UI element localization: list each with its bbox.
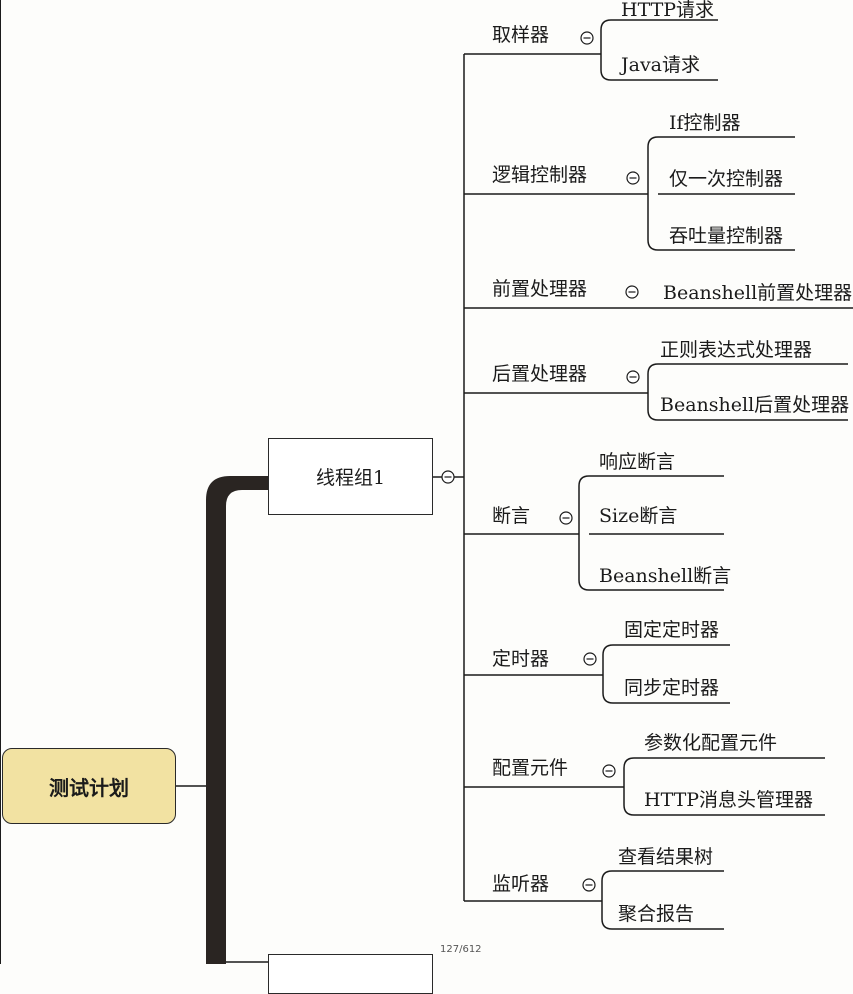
leaf-label[interactable]: Beanshell前置处理器 [663, 282, 853, 304]
category-label[interactable]: 监听器 [492, 873, 550, 895]
leaf-label[interactable]: 同步定时器 [624, 677, 720, 699]
leaf-bracket [600, 19, 612, 81]
leaf-label[interactable]: Java请求 [621, 54, 701, 76]
category-label[interactable]: 断言 [492, 505, 531, 527]
page-indicator: 127/612 [440, 944, 482, 955]
leaf-bracket [623, 757, 635, 816]
thread-group-label: 线程组1 [315, 467, 386, 489]
root-label: 测试计划 [49, 775, 129, 800]
leaf-label[interactable]: 聚合报告 [618, 903, 695, 925]
leaf-label[interactable]: Size断言 [599, 505, 678, 527]
leaf-label[interactable]: 正则表达式处理器 [660, 339, 813, 361]
leaf-bracket [578, 475, 590, 591]
leaf-bracket [601, 870, 613, 930]
leaf-bracket [602, 644, 614, 704]
leaf-label[interactable]: 响应断言 [599, 451, 676, 473]
mind-map-connectors [0, 0, 853, 964]
leaf-bracket [647, 136, 659, 251]
leaf-label[interactable]: 固定定时器 [624, 619, 720, 641]
category-label[interactable]: 定时器 [492, 648, 550, 670]
root-trunk [206, 476, 268, 964]
leaf-bracket [647, 363, 659, 421]
category-label[interactable]: 逻辑控制器 [492, 164, 588, 186]
leaf-label[interactable]: HTTP消息头管理器 [644, 789, 814, 811]
category-label[interactable]: 后置处理器 [492, 363, 588, 385]
leaf-label[interactable]: 查看结果树 [618, 846, 714, 868]
thread-group-node-2[interactable] [268, 954, 433, 994]
leaf-label[interactable]: 吞吐量控制器 [669, 225, 784, 247]
root-node-test-plan[interactable]: 测试计划 [2, 748, 176, 824]
category-label[interactable]: 前置处理器 [492, 278, 588, 300]
leaf-label[interactable]: If控制器 [669, 112, 741, 134]
category-label[interactable]: 配置元件 [492, 757, 569, 779]
leaf-label[interactable]: 仅一次控制器 [669, 168, 784, 190]
leaf-label[interactable]: Beanshell断言 [599, 565, 732, 587]
leaf-label[interactable]: HTTP请求 [621, 0, 715, 21]
leaf-label[interactable]: Beanshell后置处理器 [660, 394, 850, 416]
thread-group-node[interactable]: 线程组1 [268, 438, 433, 515]
leaf-label[interactable]: 参数化配置元件 [644, 732, 778, 754]
category-label[interactable]: 取样器 [492, 24, 550, 46]
